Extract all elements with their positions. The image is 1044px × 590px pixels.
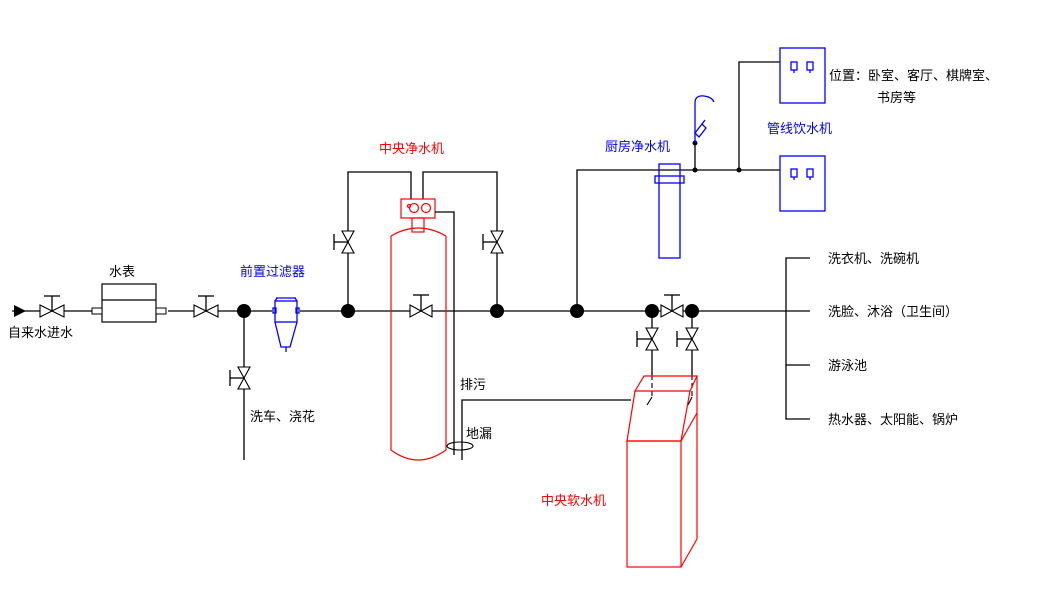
purifier-outlet-valve-icon[interactable] bbox=[482, 230, 504, 254]
purifier-inlet-pipe bbox=[347, 171, 412, 311]
outlet-label: 游泳池 bbox=[828, 359, 867, 374]
central-softener-icon bbox=[626, 375, 698, 568]
softener-inlet-valve-icon[interactable] bbox=[636, 327, 659, 351]
kitchen-purifier-icon[interactable] bbox=[654, 163, 685, 259]
car-wash-label: 洗车、浇花 bbox=[250, 409, 315, 425]
bypass-valve-icon[interactable] bbox=[409, 294, 433, 318]
pipeline-dispenser-upper-icon[interactable] bbox=[779, 47, 826, 104]
central-purifier-tank-icon bbox=[390, 198, 447, 461]
water-meter-label: 水表 bbox=[109, 265, 135, 280]
central-softener-label: 中央软水机 bbox=[541, 494, 606, 509]
drain-pipe bbox=[435, 211, 455, 455]
car-wash-valve-icon[interactable] bbox=[229, 366, 251, 390]
kitchen-purifier-label: 厨房净水机 bbox=[605, 139, 670, 155]
inlet-valve-icon[interactable] bbox=[39, 295, 65, 318]
outlet-label: 热水器、太阳能、锅炉 bbox=[828, 412, 958, 428]
central-purifier-label: 中央净水机 bbox=[379, 142, 444, 157]
location-label-line2: 书房等 bbox=[877, 90, 916, 106]
floor-drain-label: 地漏 bbox=[466, 426, 492, 442]
kitchen-pipe bbox=[576, 169, 739, 311]
meter-outlet-valve-icon[interactable] bbox=[193, 295, 219, 318]
location-label-line1: 位置：卧室、客厅、棋牌室、 bbox=[829, 68, 998, 84]
inlet-arrow-icon bbox=[14, 305, 26, 317]
pipeline-dispenser-label: 管线饮水机 bbox=[767, 122, 832, 137]
prefilter-label: 前置过滤器 bbox=[240, 264, 305, 280]
pipeline-dispenser-lower-icon[interactable] bbox=[779, 155, 826, 212]
outlet-label: 洗衣机、洗碗机 bbox=[828, 251, 919, 267]
outlet-manifold bbox=[785, 257, 810, 420]
drain-label: 排污 bbox=[460, 378, 486, 393]
softener-bypass-valve-icon[interactable] bbox=[660, 294, 684, 318]
purifier-inlet-valve-icon[interactable] bbox=[333, 230, 355, 254]
softener-drain-pipe bbox=[461, 399, 631, 460]
inlet-label: 自来水进水 bbox=[8, 326, 73, 341]
softener-outlet-valve-icon[interactable] bbox=[676, 327, 699, 351]
faucet-icon[interactable] bbox=[694, 95, 715, 143]
water-meter-icon bbox=[91, 283, 167, 323]
dispenser-pipe-upper bbox=[738, 61, 780, 170]
floor-drain-icon bbox=[446, 441, 474, 451]
prefilter-icon bbox=[272, 297, 300, 352]
outlet-label: 洗脸、沐浴（卫生间） bbox=[828, 305, 958, 320]
